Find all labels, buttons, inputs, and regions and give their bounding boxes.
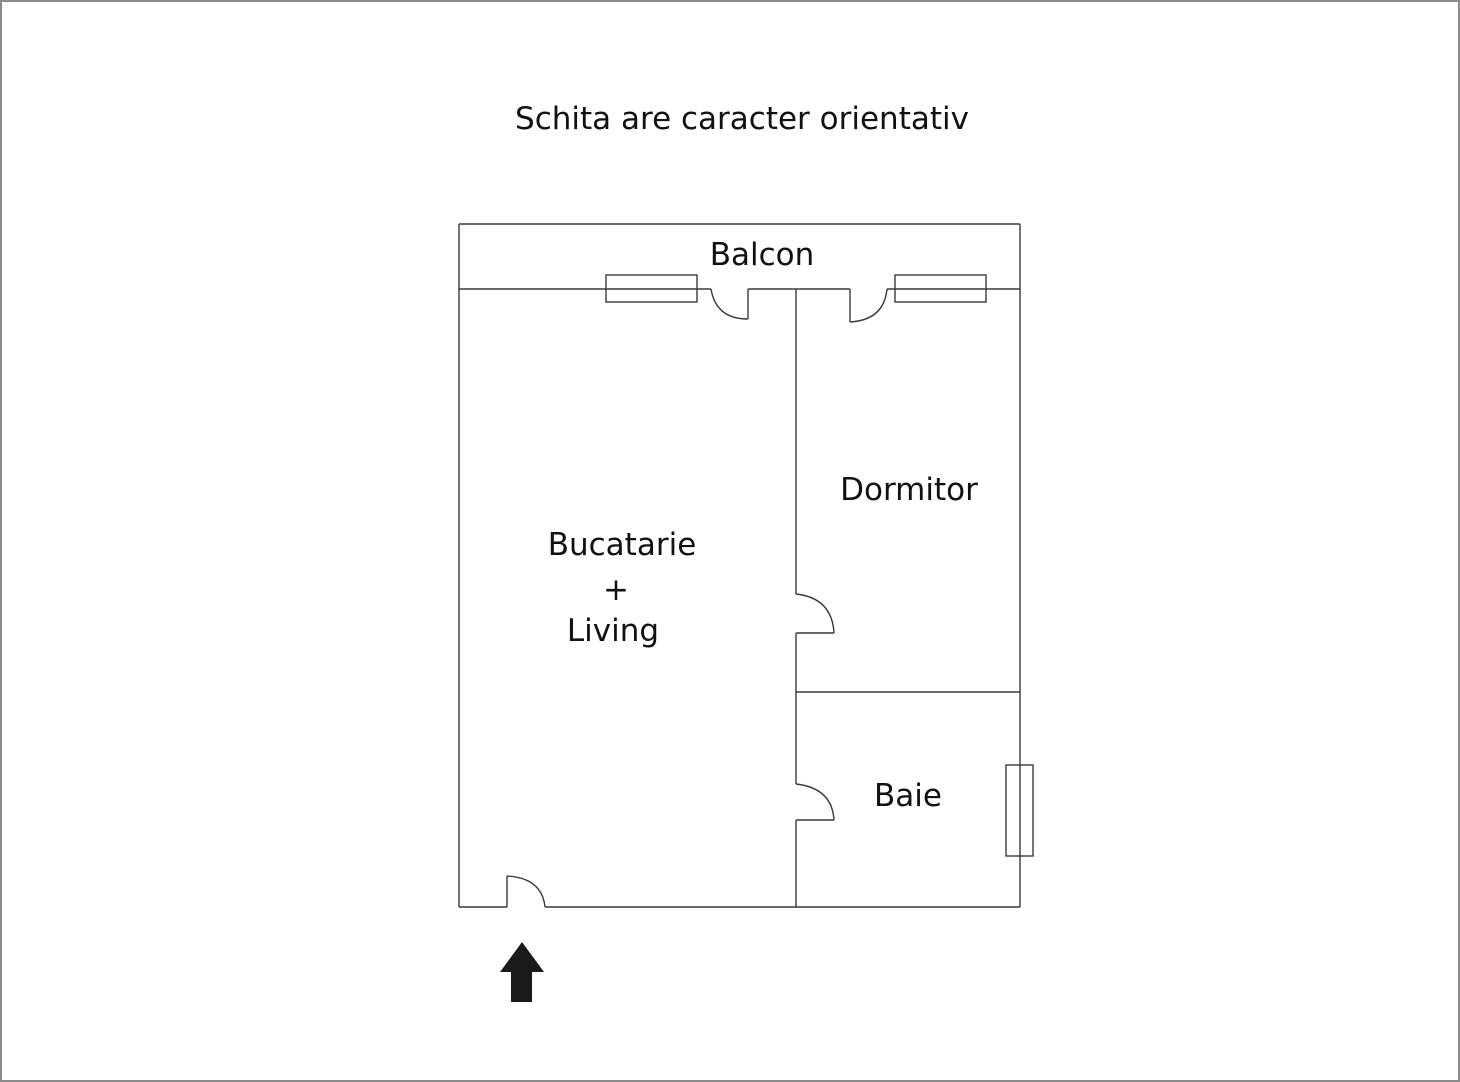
arrow-up-icon — [500, 942, 544, 1002]
room-label-dormitor: Dormitor — [840, 472, 978, 508]
door-baie — [795, 783, 835, 821]
page-title: Schita are caracter orientativ — [515, 101, 969, 137]
window-dormitor — [894, 274, 987, 303]
outer-walls — [458, 223, 1021, 908]
room-label-plus: + — [603, 572, 629, 608]
door-living-balcon — [710, 288, 749, 320]
door-dormitor — [795, 593, 835, 634]
room-label-living: Living — [566, 613, 660, 649]
window-baie — [1005, 764, 1034, 857]
room-label-balcon: Balcon — [709, 237, 815, 273]
door-entrance — [506, 875, 546, 908]
window-living — [605, 274, 698, 303]
room-label-baie: Baie — [874, 778, 942, 814]
door-dormitor-balcon — [849, 288, 888, 323]
room-label-bucatarie: Bucatarie — [547, 527, 697, 563]
